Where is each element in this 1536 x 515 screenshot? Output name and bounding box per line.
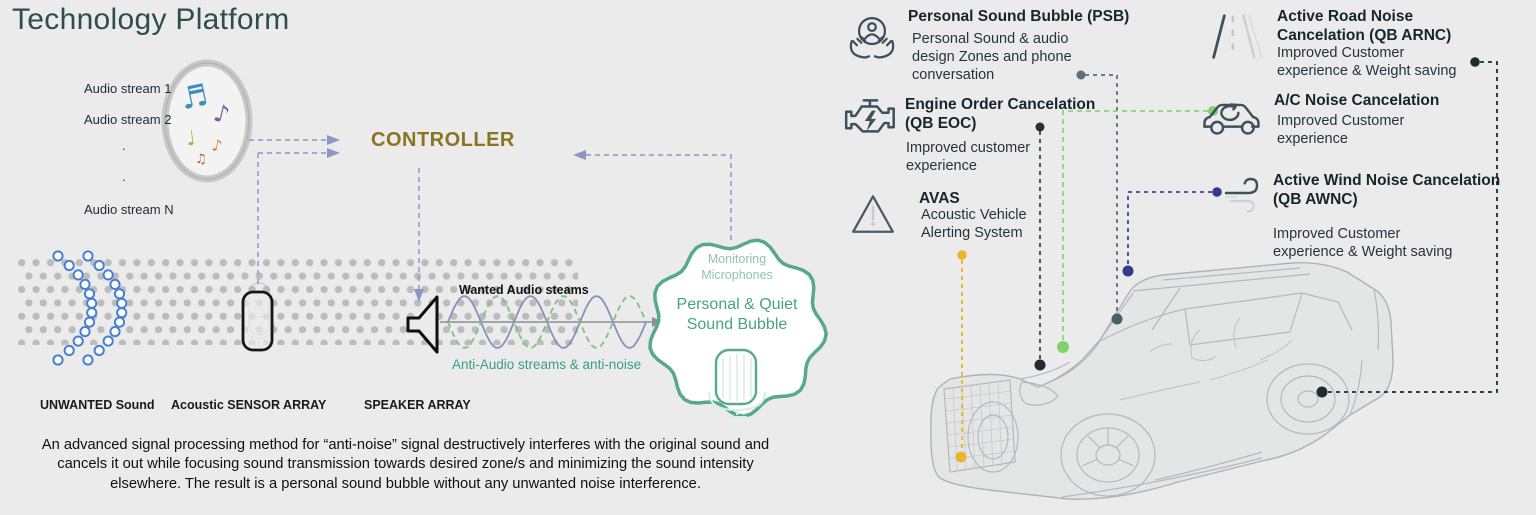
wanted-audio-label: Wanted Audio steams	[459, 283, 589, 297]
feature-description: Acoustic Vehicle	[921, 207, 1027, 223]
feature-title: Active Wind Noise Cancelation	[1273, 172, 1501, 189]
audio-stream-ellipsis: .	[122, 138, 126, 153]
psb-connector-line	[1085, 74, 1118, 313]
car-wireframe-image	[930, 262, 1394, 500]
awnc-connector-line	[1127, 191, 1212, 265]
feature-description: Alerting System	[921, 224, 1023, 241]
warning-triangle-icon	[852, 195, 894, 233]
feature-description: experience	[1277, 130, 1348, 147]
monitoring-microphones-label: Monitoring Microphones	[701, 252, 773, 283]
feature-title: Active Road Noise	[1277, 8, 1414, 25]
hands-holding-person-icon	[849, 16, 895, 59]
feature-description: experience & Weight saving	[1277, 62, 1457, 79]
unwanted-sound-wavefronts-icon	[52, 250, 128, 366]
audio-stream-ellipsis: .	[122, 169, 126, 184]
wind-icon	[1224, 177, 1259, 213]
feature-title: Engine Order Cancelation	[905, 96, 1096, 113]
feature-description: Improved Customer	[1277, 113, 1405, 129]
feature-description: Improved Customer	[1277, 45, 1405, 61]
sound-bubble-label: Personal & Quiet Sound Bubble	[676, 296, 798, 333]
sound-bubble	[648, 238, 828, 418]
audio-streams-image	[161, 59, 253, 183]
feature-title: AVAS	[919, 190, 960, 207]
car-recirculation-icon	[1203, 103, 1260, 135]
speaker-array-label: SPEAKER ARRAY	[364, 398, 471, 412]
controller-label: CONTROLLER	[371, 129, 515, 151]
feature-description: experience & Weight saving	[1273, 243, 1453, 260]
engine-icon	[844, 99, 895, 133]
page-title: Technology Platform	[12, 3, 290, 36]
speaker-icon	[406, 295, 439, 354]
unwanted-sound-label: UNWANTED Sound	[40, 398, 155, 412]
controller-arrows	[249, 139, 732, 290]
feature-description: Improved customer	[906, 140, 1031, 156]
monitoring-microphone-icon	[708, 348, 766, 418]
audio-stream-label: Audio stream N	[84, 202, 174, 217]
feature-description: conversation	[912, 66, 995, 83]
feature-title: Cancelation (QB ARNC)	[1277, 26, 1452, 44]
feature-title: Personal Sound Bubble (PSB)	[908, 8, 1130, 25]
audio-stream-label: Audio stream 1	[84, 81, 172, 96]
feature-title: A/C Noise Cancelation	[1274, 92, 1440, 109]
sensor-array-label: Acoustic SENSOR ARRAY	[171, 398, 327, 412]
feature-description: experience	[906, 157, 977, 174]
sound-waves	[440, 295, 663, 349]
sensor-array-icon	[241, 290, 274, 352]
arnc-connector-line	[1328, 61, 1498, 393]
feature-description: design Zones and phone	[912, 48, 1072, 65]
feature-description: Improved Customer	[1273, 226, 1401, 242]
road-icon	[1212, 14, 1263, 59]
feature-description: Personal Sound & audio	[912, 31, 1069, 47]
ac-connector-line	[1062, 110, 1208, 341]
anti-audio-label: Anti-Audio streams & anti-noise	[452, 357, 642, 372]
audio-stream-label: Audio stream 2	[84, 112, 172, 127]
anti-audio-wave	[447, 295, 647, 349]
music-note-icon: ♫	[195, 152, 207, 167]
feature-title: (QB EOC)	[905, 114, 977, 132]
description-paragraph: An advanced signal processing method for…	[41, 437, 770, 492]
arrowheads	[327, 135, 586, 302]
feature-connectors	[955, 57, 1498, 463]
feature-title: (QB AWNC)	[1273, 190, 1358, 208]
